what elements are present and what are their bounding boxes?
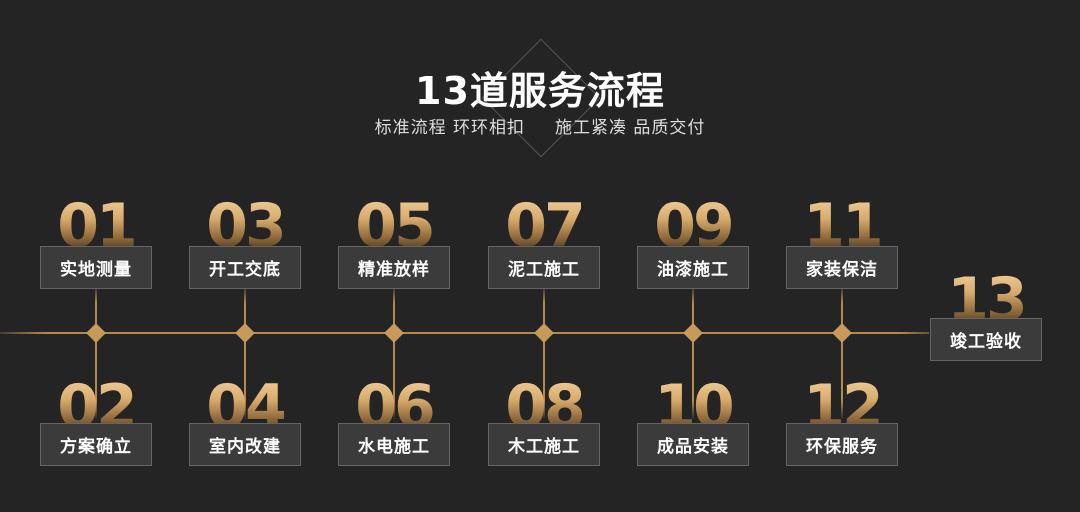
timeline-connector xyxy=(692,284,694,420)
step-label: 方案确立 xyxy=(40,423,152,466)
step-label: 精准放样 xyxy=(338,246,450,289)
timeline-connector xyxy=(393,284,395,420)
step-label: 室内改建 xyxy=(189,423,301,466)
timeline-node-diamond-icon xyxy=(683,323,703,343)
step-09: 09 油漆施工 xyxy=(623,196,763,289)
step-12: 12 环保服务 xyxy=(772,377,912,466)
timeline-line xyxy=(0,332,929,334)
step-label: 成品安装 xyxy=(637,423,749,466)
step-11: 11 家装保洁 xyxy=(772,196,912,289)
step-02: 02 方案确立 xyxy=(26,377,166,466)
step-label: 水电施工 xyxy=(338,423,450,466)
step-label: 油漆施工 xyxy=(637,246,749,289)
timeline-connector xyxy=(244,284,246,420)
step-label: 开工交底 xyxy=(189,246,301,289)
subtitle-left: 标准流程 环环相扣 xyxy=(374,118,525,138)
step-13: 13 竣工验收 xyxy=(916,270,1056,361)
timeline-node-diamond-icon xyxy=(832,323,852,343)
step-label: 竣工验收 xyxy=(930,318,1042,361)
step-label: 木工施工 xyxy=(488,423,600,466)
step-04: 04 室内改建 xyxy=(175,377,315,466)
step-05: 05 精准放样 xyxy=(324,196,464,289)
step-07: 07 泥工施工 xyxy=(474,196,614,289)
timeline-node-diamond-icon xyxy=(235,323,255,343)
step-label: 泥工施工 xyxy=(488,246,600,289)
step-label: 实地测量 xyxy=(40,246,152,289)
step-01: 01 实地测量 xyxy=(26,196,166,289)
timeline-connector xyxy=(841,284,843,420)
step-label: 家装保洁 xyxy=(786,246,898,289)
page-subtitle: 标准流程 环环相扣 施工紧凑 品质交付 xyxy=(0,113,1080,138)
step-10: 10 成品安装 xyxy=(623,377,763,466)
timeline-node-diamond-icon xyxy=(384,323,404,343)
subtitle-right: 施工紧凑 品质交付 xyxy=(555,118,706,138)
timeline-node-diamond-icon xyxy=(86,323,106,343)
timeline-connector xyxy=(95,284,97,420)
step-label: 环保服务 xyxy=(786,423,898,466)
step-08: 08 木工施工 xyxy=(474,377,614,466)
step-03: 03 开工交底 xyxy=(175,196,315,289)
page-title: 13道服务流程 xyxy=(415,69,665,113)
timeline-node-diamond-icon xyxy=(534,323,554,343)
timeline-connector xyxy=(543,284,545,420)
step-06: 06 水电施工 xyxy=(324,377,464,466)
